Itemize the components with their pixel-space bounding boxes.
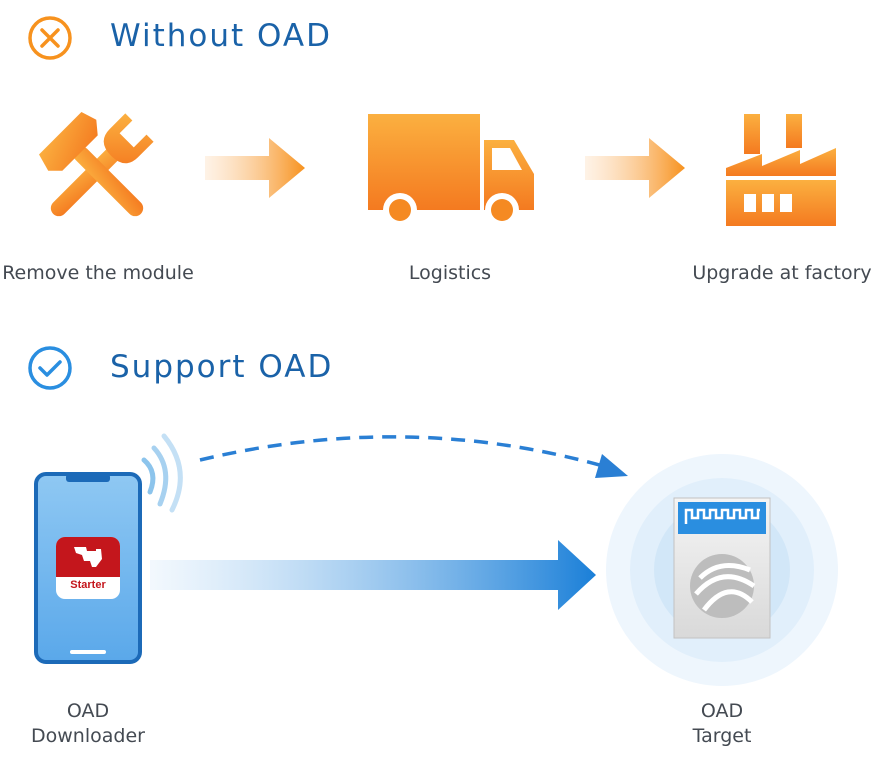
downloader-label-line2: Downloader xyxy=(31,725,145,747)
support-oad-status-icon xyxy=(26,344,74,392)
factory-icon xyxy=(722,110,840,230)
starter-app-icon[interactable]: Starter xyxy=(56,537,120,599)
transfer-arrow xyxy=(150,538,596,612)
wifi-signal-icon xyxy=(138,432,194,513)
step-label-logistics: Logistics xyxy=(408,262,492,284)
ti-logo-icon xyxy=(74,547,102,567)
app-icon-banner xyxy=(56,537,120,577)
without-oad-status-icon xyxy=(26,14,74,62)
circle-check-icon xyxy=(28,346,72,390)
step-label-upgrade-factory: Upgrade at factory xyxy=(692,262,872,284)
step-label-remove-module: Remove the module xyxy=(2,262,194,284)
wireless-dashed-arrow xyxy=(190,420,640,490)
support-oad-title: Support OAD xyxy=(110,349,334,385)
downloader-label: OAD Downloader xyxy=(8,699,168,749)
target-label-line2: Target xyxy=(692,725,752,747)
tools-icon xyxy=(32,110,162,230)
downloader-label-line1: OAD xyxy=(66,700,110,722)
truck-icon xyxy=(366,112,536,228)
circle-x-icon xyxy=(28,16,72,60)
without-oad-title: Without OAD xyxy=(110,18,332,54)
flow-arrow-2 xyxy=(585,136,685,200)
oad-target-module xyxy=(604,452,840,688)
app-label: Starter xyxy=(70,579,106,591)
target-label: OAD Target xyxy=(642,699,802,749)
flow-arrow-1 xyxy=(205,136,305,200)
target-label-line1: OAD xyxy=(700,700,744,722)
